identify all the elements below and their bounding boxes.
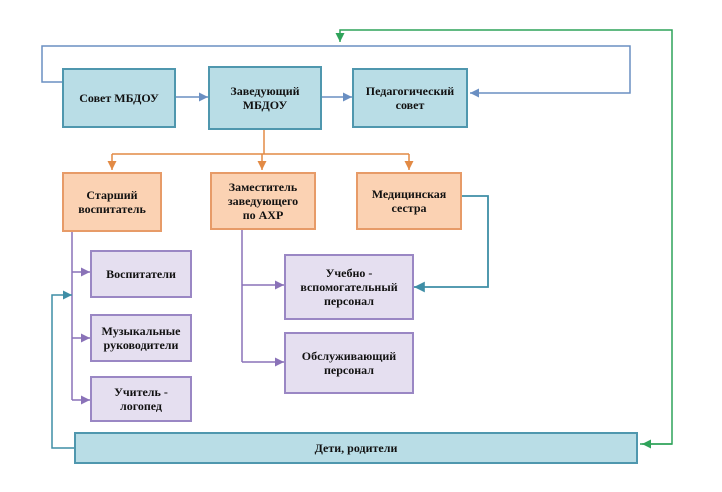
node-med-sestra: Медицинская сестра: [356, 172, 462, 230]
node-ped-sovet: Педагогический совет: [352, 68, 468, 128]
link-deti-to-starshiy: [51, 290, 74, 449]
node-obsluzhivayushchiy: Обслуживающий персонал: [284, 332, 414, 394]
node-uchebno-vspom: Учебно - вспомогательный персонал: [284, 254, 414, 320]
link-medsestra-uchebno: [414, 190, 489, 293]
node-zamestitel: Заместитель заведующего по АХР: [210, 172, 316, 230]
node-muz-rukovoditeli: Музыкальные руководители: [90, 314, 192, 362]
node-vospitateli: Воспитатели: [90, 250, 192, 298]
node-zaveduyushchiy: Заведующий МБДОУ: [208, 66, 322, 130]
node-starshiy-vospitatel: Старший воспитатель: [62, 172, 162, 232]
node-sovet-mbdou: Совет МБДОУ: [62, 68, 176, 128]
top-loop-line: [41, 45, 631, 98]
node-deti-roditeli: Дети, родители: [74, 432, 638, 464]
node-uchitel-logoped: Учитель - логопед: [90, 376, 192, 422]
